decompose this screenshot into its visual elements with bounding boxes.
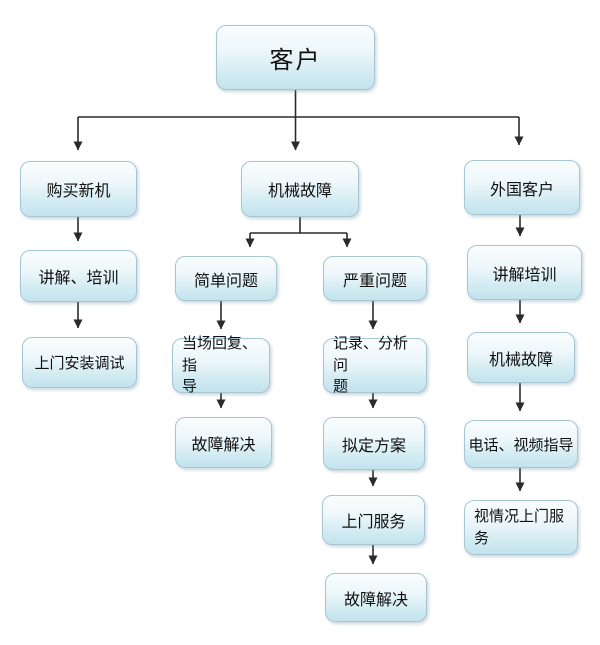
node-label: 购买新机 (46, 183, 111, 200)
flow-node-explain-training-foreign: 讲解培训 (467, 245, 582, 300)
node-label: 上门安装调试 (34, 355, 125, 372)
node-label: 上门服务 (341, 514, 406, 531)
flow-node-onsite-reply-guidance: 当场回复、指 导 (172, 335, 270, 395)
flow-node-fault-solved-left: 故障解决 (175, 417, 272, 468)
node-label: 外国客户 (489, 181, 554, 199)
flow-node-customer: 客户 (216, 25, 375, 90)
node-label: 当场回复、指 导 (182, 334, 258, 396)
flow-node-explain-training: 讲解、培训 (20, 250, 137, 302)
node-label: 视情况上门服 务 (474, 507, 565, 547)
flow-node-phone-video-guidance: 电话、视频指导 (464, 420, 578, 468)
node-label: 客户 (269, 47, 322, 74)
flow-node-foreign-customer: 外国客户 (464, 160, 580, 215)
flow-node-buy-new-machine: 购买新机 (20, 161, 137, 217)
node-label: 简单问题 (193, 272, 258, 290)
node-label: 讲解培训 (492, 266, 557, 284)
flow-node-draft-plan: 拟定方案 (323, 417, 425, 470)
flow-node-onsite-install-debug: 上门安装调试 (22, 337, 137, 388)
node-label: 机械故障 (488, 351, 553, 369)
node-label: 记录、分析问 题 (333, 334, 409, 396)
node-label: 故障解决 (343, 591, 408, 609)
node-label: 机械故障 (267, 183, 332, 200)
flow-node-onsite-service: 上门服务 (322, 495, 425, 545)
flow-node-record-analyze-problem: 记录、分析问 题 (323, 335, 427, 395)
flow-node-mechanical-failure-foreign: 机械故障 (467, 332, 575, 383)
node-label: 拟定方案 (341, 437, 406, 455)
flow-node-conditional-onsite-service: 视情况上门服 务 (464, 500, 578, 555)
node-label: 讲解、培训 (38, 270, 119, 287)
node-label: 电话、视频指导 (468, 436, 574, 454)
flow-node-fault-solved-mid: 故障解决 (325, 573, 427, 622)
flow-node-simple-problem: 简单问题 (175, 256, 277, 301)
node-label: 严重问题 (342, 272, 407, 290)
flow-node-mechanical-failure: 机械故障 (241, 161, 359, 217)
node-label: 故障解决 (191, 436, 256, 454)
flow-node-severe-problem: 严重问题 (323, 256, 427, 301)
